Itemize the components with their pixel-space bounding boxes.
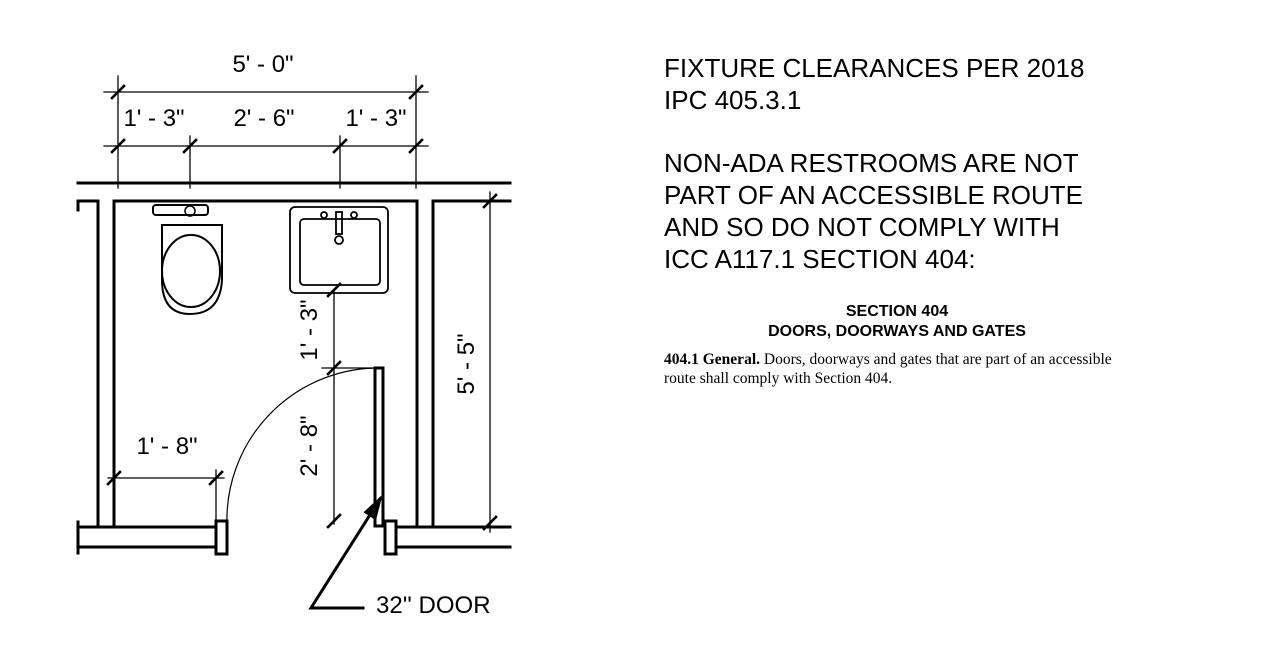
dim-label-room-depth: 5' - 5" <box>453 333 480 394</box>
sink-faucet <box>335 211 343 235</box>
door-swing-arc <box>226 367 376 526</box>
sink-icon <box>289 206 389 294</box>
tick <box>482 515 498 531</box>
dim-label-overall-width: 5' - 0" <box>232 51 293 78</box>
tick <box>110 84 126 100</box>
tick <box>326 513 342 529</box>
sink-counter <box>289 206 389 294</box>
dim-label-left-clear: 1' - 3" <box>123 105 184 132</box>
dim-label-sink-to-door: 1' - 3" <box>296 299 323 360</box>
sink-handle-right <box>350 211 358 219</box>
code-paragraph-label: 404.1 General. <box>664 351 760 368</box>
dimension-lines <box>103 75 491 533</box>
toilet-seat <box>161 234 221 308</box>
toilet-icon <box>152 204 223 316</box>
sink-basin <box>299 218 381 286</box>
tick <box>208 470 224 486</box>
dim-label-center-clear: 2' - 6" <box>233 105 294 132</box>
leader-line <box>308 496 383 610</box>
toilet-bowl-outer <box>161 224 223 316</box>
restroom-floor-plan: 5' - 0" 1' - 3" 2' - 6" 1' - 3" 1' - 8" … <box>76 51 512 619</box>
code-section-title: SECTION 404 <box>845 303 949 320</box>
dim-label-door-width: 2' - 8" <box>296 415 323 476</box>
sink-drain <box>334 235 344 245</box>
dim-label-right-clear: 1' - 3" <box>345 105 406 132</box>
tick <box>110 138 126 154</box>
note-non-ada: NON-ADA RESTROOMS ARE NOT PART OF AN ACC… <box>664 148 1084 274</box>
dimension-ticks <box>106 84 498 531</box>
tick <box>408 84 424 100</box>
toilet-tank <box>152 204 209 216</box>
door-callout-leader <box>308 494 383 610</box>
tick <box>106 470 122 486</box>
door-jamb-left <box>214 519 229 556</box>
door-jamb-right <box>383 519 398 556</box>
door-callout-label: 32'' DOOR <box>376 592 491 619</box>
toilet-flush-valve <box>184 205 196 217</box>
tick <box>326 360 342 376</box>
sink-handle-left <box>320 211 328 219</box>
tick <box>182 138 198 154</box>
walls <box>76 181 512 555</box>
tick <box>332 138 348 154</box>
code-paragraph: 404.1 General. Doors, doorways and gates… <box>664 350 1140 388</box>
tick <box>482 193 498 209</box>
code-section-subtitle: DOORS, DOORWAYS AND GATES <box>768 323 1026 340</box>
note-fixture-clearances: FIXTURE CLEARANCES PER 2018 IPC 405.3.1 <box>664 53 1085 115</box>
tick <box>326 282 342 298</box>
code-paragraph-text: Doors, doorways and gates that are part … <box>664 351 1112 387</box>
leader-arrowhead <box>363 494 383 521</box>
dim-label-wall-to-jamb: 1' - 8" <box>136 433 197 460</box>
tick <box>408 138 424 154</box>
